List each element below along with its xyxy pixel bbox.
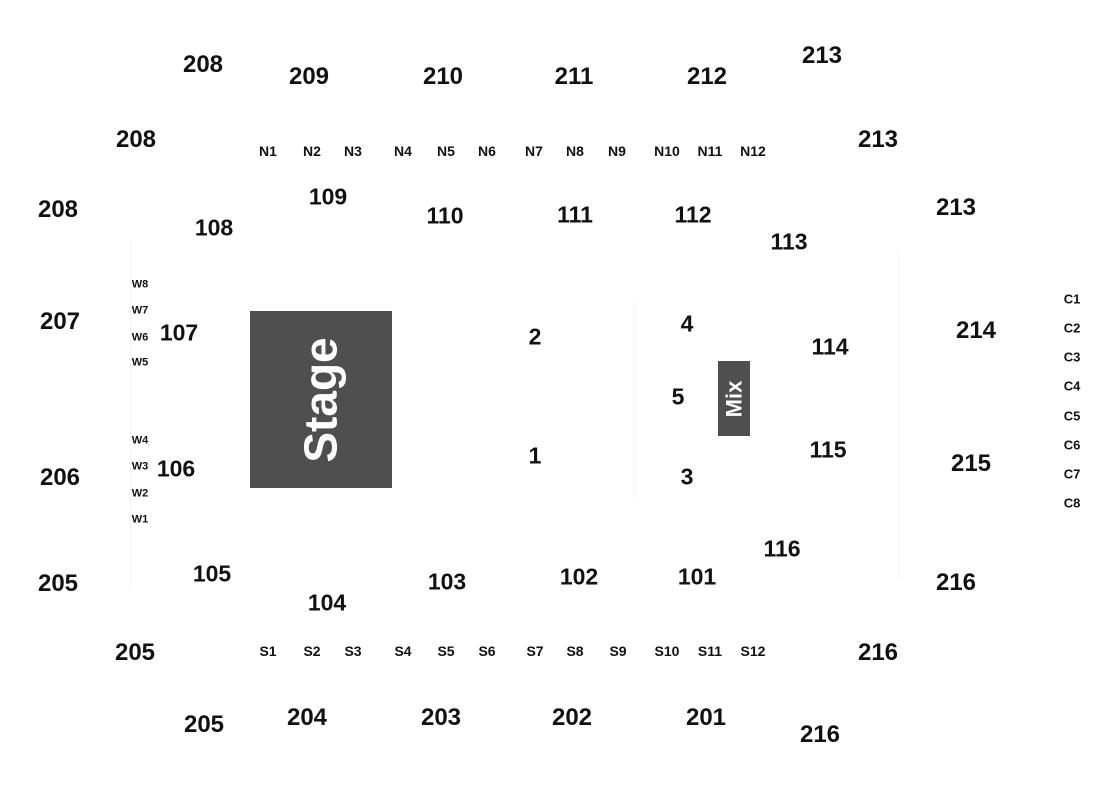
box-w8[interactable]: W8 (131, 278, 149, 291)
floor-section-1[interactable]: 1 (528, 442, 542, 469)
section-209[interactable]: 209 (288, 63, 330, 90)
mix-label: Mix (721, 380, 746, 417)
box-n1[interactable]: N1 (259, 143, 277, 159)
box-n10[interactable]: N10 (654, 143, 680, 159)
section-208-b[interactable]: 208 (115, 126, 157, 153)
box-n6[interactable]: N6 (478, 143, 496, 159)
section-202[interactable]: 202 (551, 704, 593, 731)
section-212[interactable]: 212 (686, 63, 728, 90)
box-c7[interactable]: C7 (1063, 466, 1081, 482)
box-s12[interactable]: S12 (740, 643, 766, 659)
section-101[interactable]: 101 (677, 563, 717, 590)
box-s6[interactable]: S6 (478, 643, 496, 659)
box-n3[interactable]: N3 (344, 143, 362, 159)
section-214[interactable]: 214 (955, 317, 997, 344)
section-205-c[interactable]: 205 (183, 711, 225, 738)
section-109[interactable]: 109 (308, 183, 348, 210)
section-208-c[interactable]: 208 (37, 196, 79, 223)
box-w1[interactable]: W1 (131, 513, 149, 526)
section-206[interactable]: 206 (39, 464, 81, 491)
stage-label: Stage (294, 336, 347, 463)
floor-section-4[interactable]: 4 (680, 310, 694, 337)
section-213-b[interactable]: 213 (857, 126, 899, 153)
box-s4[interactable]: S4 (394, 643, 412, 659)
box-n4[interactable]: N4 (394, 143, 412, 159)
floor-guide-line-mid (635, 300, 636, 500)
section-105[interactable]: 105 (192, 560, 232, 587)
box-c4[interactable]: C4 (1063, 378, 1081, 394)
section-102[interactable]: 102 (559, 563, 599, 590)
box-c8[interactable]: C8 (1063, 495, 1081, 511)
section-110[interactable]: 110 (426, 202, 464, 229)
section-116[interactable]: 116 (763, 535, 801, 562)
mix-block: Mix (718, 361, 750, 436)
section-204[interactable]: 204 (286, 704, 328, 731)
box-s8[interactable]: S8 (566, 643, 584, 659)
section-107[interactable]: 107 (159, 319, 199, 346)
box-n5[interactable]: N5 (437, 143, 455, 159)
box-s10[interactable]: S10 (654, 643, 680, 659)
box-w2[interactable]: W2 (131, 487, 149, 500)
section-201[interactable]: 201 (685, 704, 727, 731)
floor-section-3[interactable]: 3 (680, 463, 694, 490)
floor-guide-line-right (898, 250, 899, 580)
floor-guide-line-left (130, 240, 131, 590)
box-w6[interactable]: W6 (131, 331, 149, 344)
box-s1[interactable]: S1 (259, 643, 277, 659)
box-c2[interactable]: C2 (1063, 320, 1081, 336)
section-111[interactable]: 111 (557, 201, 593, 228)
section-113[interactable]: 113 (770, 228, 808, 255)
section-216-c[interactable]: 216 (799, 721, 841, 748)
box-s11[interactable]: S11 (697, 643, 723, 659)
box-n7[interactable]: N7 (525, 143, 543, 159)
box-n11[interactable]: N11 (697, 143, 723, 159)
box-s5[interactable]: S5 (437, 643, 455, 659)
section-208-a[interactable]: 208 (182, 51, 224, 78)
section-213-a[interactable]: 213 (801, 42, 843, 69)
box-w5[interactable]: W5 (131, 356, 149, 369)
section-115[interactable]: 115 (809, 436, 847, 463)
section-216-a[interactable]: 216 (935, 569, 977, 596)
stage-block: Stage (250, 311, 392, 488)
box-s3[interactable]: S3 (344, 643, 362, 659)
box-n8[interactable]: N8 (566, 143, 584, 159)
box-w4[interactable]: W4 (131, 434, 149, 447)
box-c3[interactable]: C3 (1063, 349, 1081, 365)
section-205-b[interactable]: 205 (114, 639, 156, 666)
section-108[interactable]: 108 (194, 214, 234, 241)
box-s2[interactable]: S2 (303, 643, 321, 659)
box-s7[interactable]: S7 (526, 643, 544, 659)
floor-section-2[interactable]: 2 (528, 323, 542, 350)
section-205-a[interactable]: 205 (37, 570, 79, 597)
section-103[interactable]: 103 (427, 568, 467, 595)
section-207[interactable]: 207 (39, 308, 81, 335)
box-n9[interactable]: N9 (608, 143, 626, 159)
section-215[interactable]: 215 (950, 450, 992, 477)
box-n2[interactable]: N2 (303, 143, 321, 159)
box-w7[interactable]: W7 (131, 304, 149, 317)
box-w3[interactable]: W3 (131, 460, 149, 473)
box-c5[interactable]: C5 (1063, 408, 1081, 424)
section-203[interactable]: 203 (420, 704, 462, 731)
floor-section-5[interactable]: 5 (671, 383, 685, 410)
box-s9[interactable]: S9 (609, 643, 627, 659)
section-213-c[interactable]: 213 (935, 194, 977, 221)
section-211[interactable]: 211 (554, 63, 594, 90)
section-114[interactable]: 114 (811, 333, 849, 360)
section-210[interactable]: 210 (422, 63, 464, 90)
section-106[interactable]: 106 (156, 455, 196, 482)
section-216-b[interactable]: 216 (857, 639, 899, 666)
section-104[interactable]: 104 (307, 589, 347, 616)
box-c6[interactable]: C6 (1063, 437, 1081, 453)
section-112[interactable]: 112 (674, 201, 712, 228)
box-c1[interactable]: C1 (1063, 291, 1081, 307)
box-n12[interactable]: N12 (740, 143, 766, 159)
